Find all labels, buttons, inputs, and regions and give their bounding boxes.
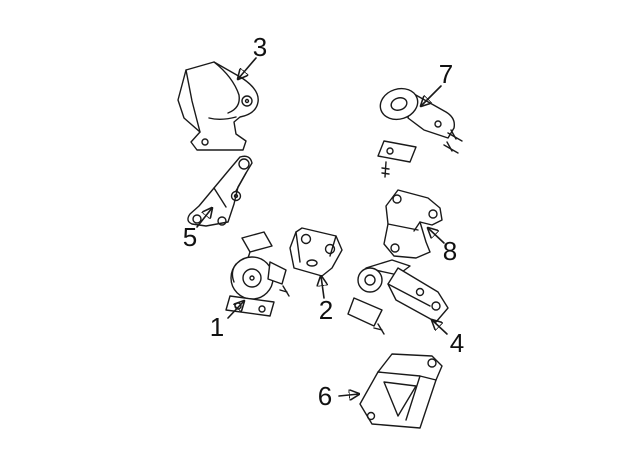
callout-label-7[interactable]: 7 [438, 59, 454, 89]
part-drawing-2 [289, 227, 343, 277]
callout-label-6[interactable]: 6 [317, 381, 333, 411]
callout-arrow-6 [338, 394, 359, 396]
callout-label-2[interactable]: 2 [318, 295, 334, 325]
callout-arrow-2 [321, 276, 324, 299]
part-drawing-5 [187, 155, 253, 227]
callout-arrow-8 [428, 228, 445, 244]
callout-label-3[interactable]: 3 [252, 32, 268, 62]
part-drawing-3 [177, 61, 259, 151]
part-drawing-8 [383, 189, 443, 259]
part-drawing-1 [225, 231, 290, 317]
callout-label-8[interactable]: 8 [442, 236, 458, 266]
callout-arrow-7 [421, 85, 442, 106]
callout-arrow-4 [432, 320, 448, 335]
callout-arrow-3 [238, 57, 257, 79]
callout-arrows [196, 57, 448, 396]
callout-arrow-5 [196, 208, 212, 228]
part-drawing-4 [347, 259, 449, 335]
callout-label-5[interactable]: 5 [182, 222, 198, 252]
callout-label-4[interactable]: 4 [449, 328, 465, 358]
callout-label-1[interactable]: 1 [209, 312, 225, 342]
part-drawing-7 [377, 87, 463, 178]
part-drawing-6 [359, 353, 443, 429]
callout-arrow-1 [227, 301, 244, 319]
